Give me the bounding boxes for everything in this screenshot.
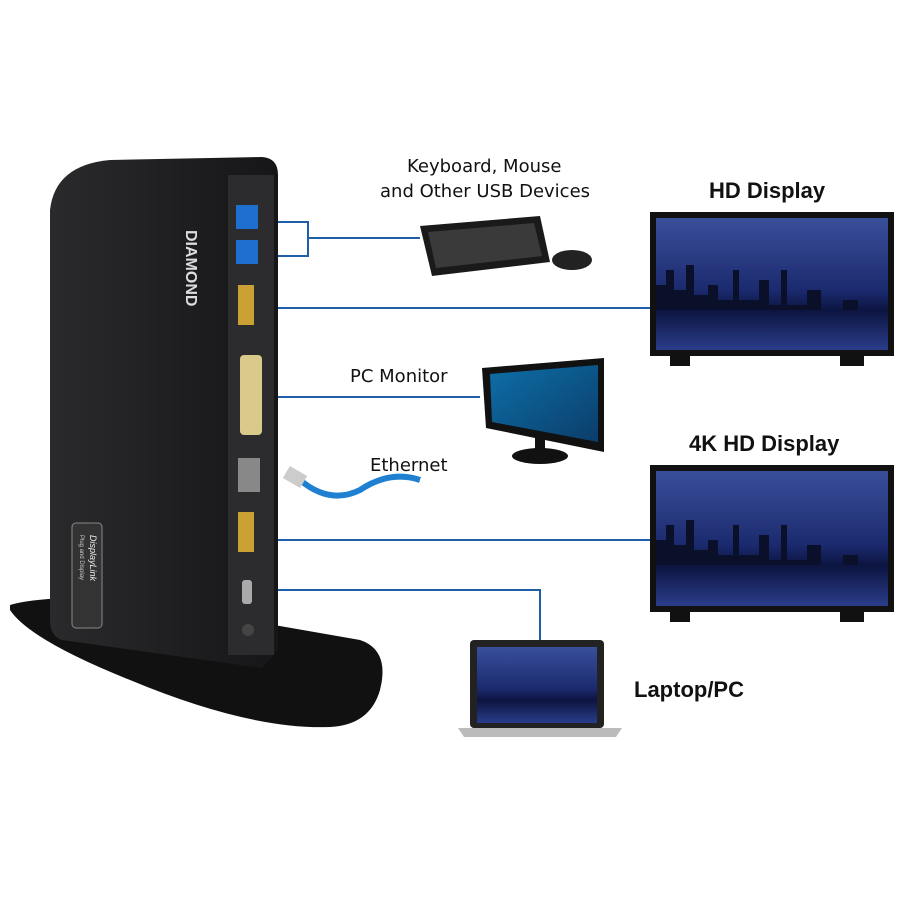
usb-c-port: [242, 580, 252, 604]
dock-brand-logo: DIAMOND: [182, 230, 199, 306]
svg-text:Plug and Display: Plug and Display: [78, 535, 84, 580]
4k-display-label: 4K HD Display: [689, 431, 840, 456]
laptop-image: [458, 640, 622, 737]
pc-monitor-label: PC Monitor: [350, 366, 448, 387]
keyboard-mouse-image: [420, 216, 592, 276]
displaylink-badge: [71, 522, 103, 629]
4k-display-image: [650, 465, 894, 622]
ethernet-label: Ethernet: [370, 455, 448, 476]
hdmi-port: [238, 285, 254, 325]
ethernet-cable-image: [282, 465, 421, 499]
usb-devices-label-line1: Keyboard, Mouse: [407, 156, 562, 177]
usb-devices-label-line2: and Other USB Devices: [380, 181, 591, 202]
dvi-port: [240, 355, 262, 435]
laptop-label: Laptop/PC: [634, 677, 744, 702]
svg-text:DisplayLink: DisplayLink: [88, 535, 98, 582]
connector-lines: [278, 221, 650, 640]
laptop-line: [278, 589, 541, 640]
dock-body: DIAMOND DisplayLink Plug and Display: [50, 157, 278, 668]
usb-port: [236, 240, 258, 264]
usb-port: [236, 205, 258, 229]
power-port: [242, 624, 254, 636]
hd-display-image: [650, 212, 894, 366]
ethernet-port: [238, 458, 260, 492]
hdmi-port: [238, 512, 254, 552]
hd-display-label: HD Display: [709, 178, 826, 203]
pc-monitor-image: [482, 358, 604, 464]
usb-bracket-line: [278, 221, 420, 257]
